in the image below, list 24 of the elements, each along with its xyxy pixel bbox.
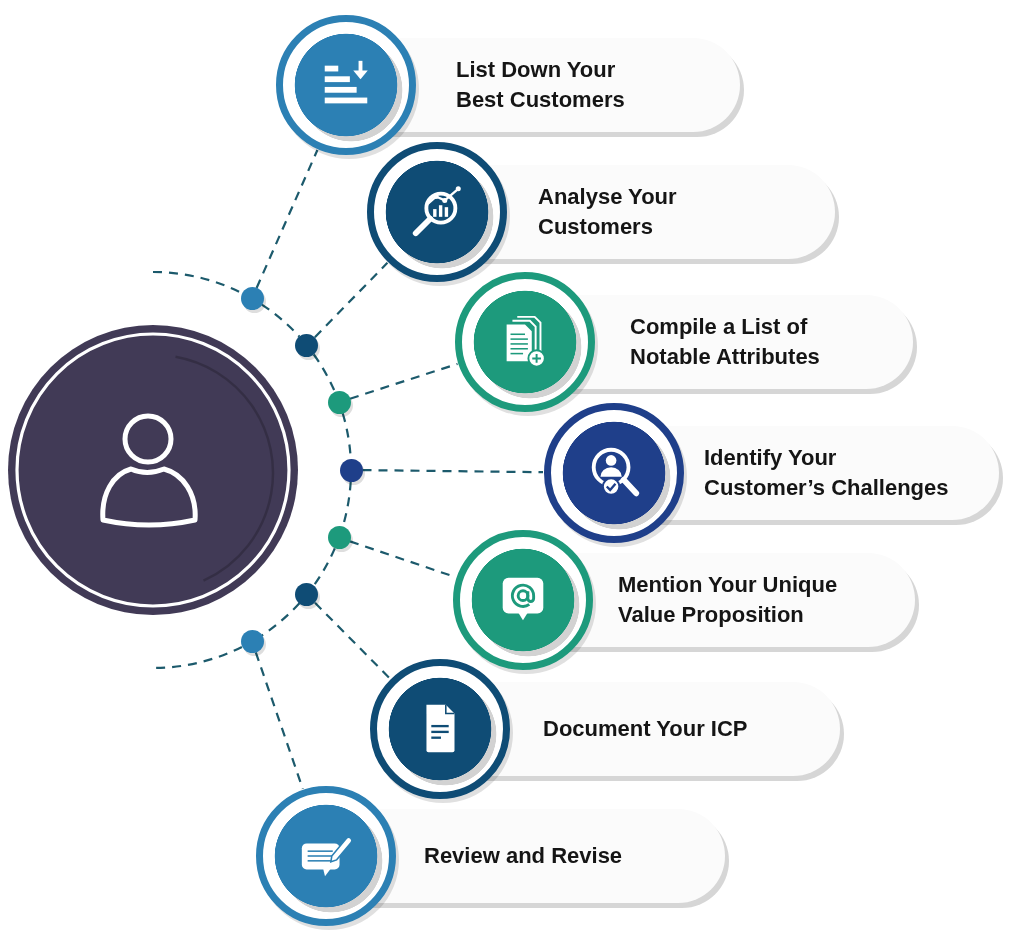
connector-dot xyxy=(327,390,351,414)
dashed-connector xyxy=(314,262,389,338)
step-label: Identify Your Customer’s Challenges xyxy=(704,444,950,502)
step-label: List Down Your Best Customers xyxy=(456,56,626,114)
dashed-connector xyxy=(362,469,543,474)
connector-dot xyxy=(240,629,264,653)
step-label: Mention Your Unique Value Proposition xyxy=(618,571,839,629)
dashed-connector xyxy=(312,547,336,587)
dashed-connector xyxy=(312,353,336,393)
dashed-connector xyxy=(261,602,301,637)
connector-dot xyxy=(327,526,351,550)
dashed-connector xyxy=(254,651,304,790)
step-label: Document Your ICP xyxy=(543,715,748,743)
connector-dot xyxy=(295,583,319,607)
dashed-connector xyxy=(349,362,458,400)
step-label: Review and Revise xyxy=(424,842,623,870)
step-label: Compile a List of Notable Attributes xyxy=(630,313,821,371)
dashed-connector xyxy=(261,303,301,338)
dashed-connector xyxy=(314,602,391,680)
step-label: Analyse Your Customers xyxy=(538,183,678,241)
connector-dot xyxy=(339,458,363,482)
dashed-connector xyxy=(255,149,319,289)
connector-dot xyxy=(240,287,264,310)
connector-dot xyxy=(295,333,319,357)
